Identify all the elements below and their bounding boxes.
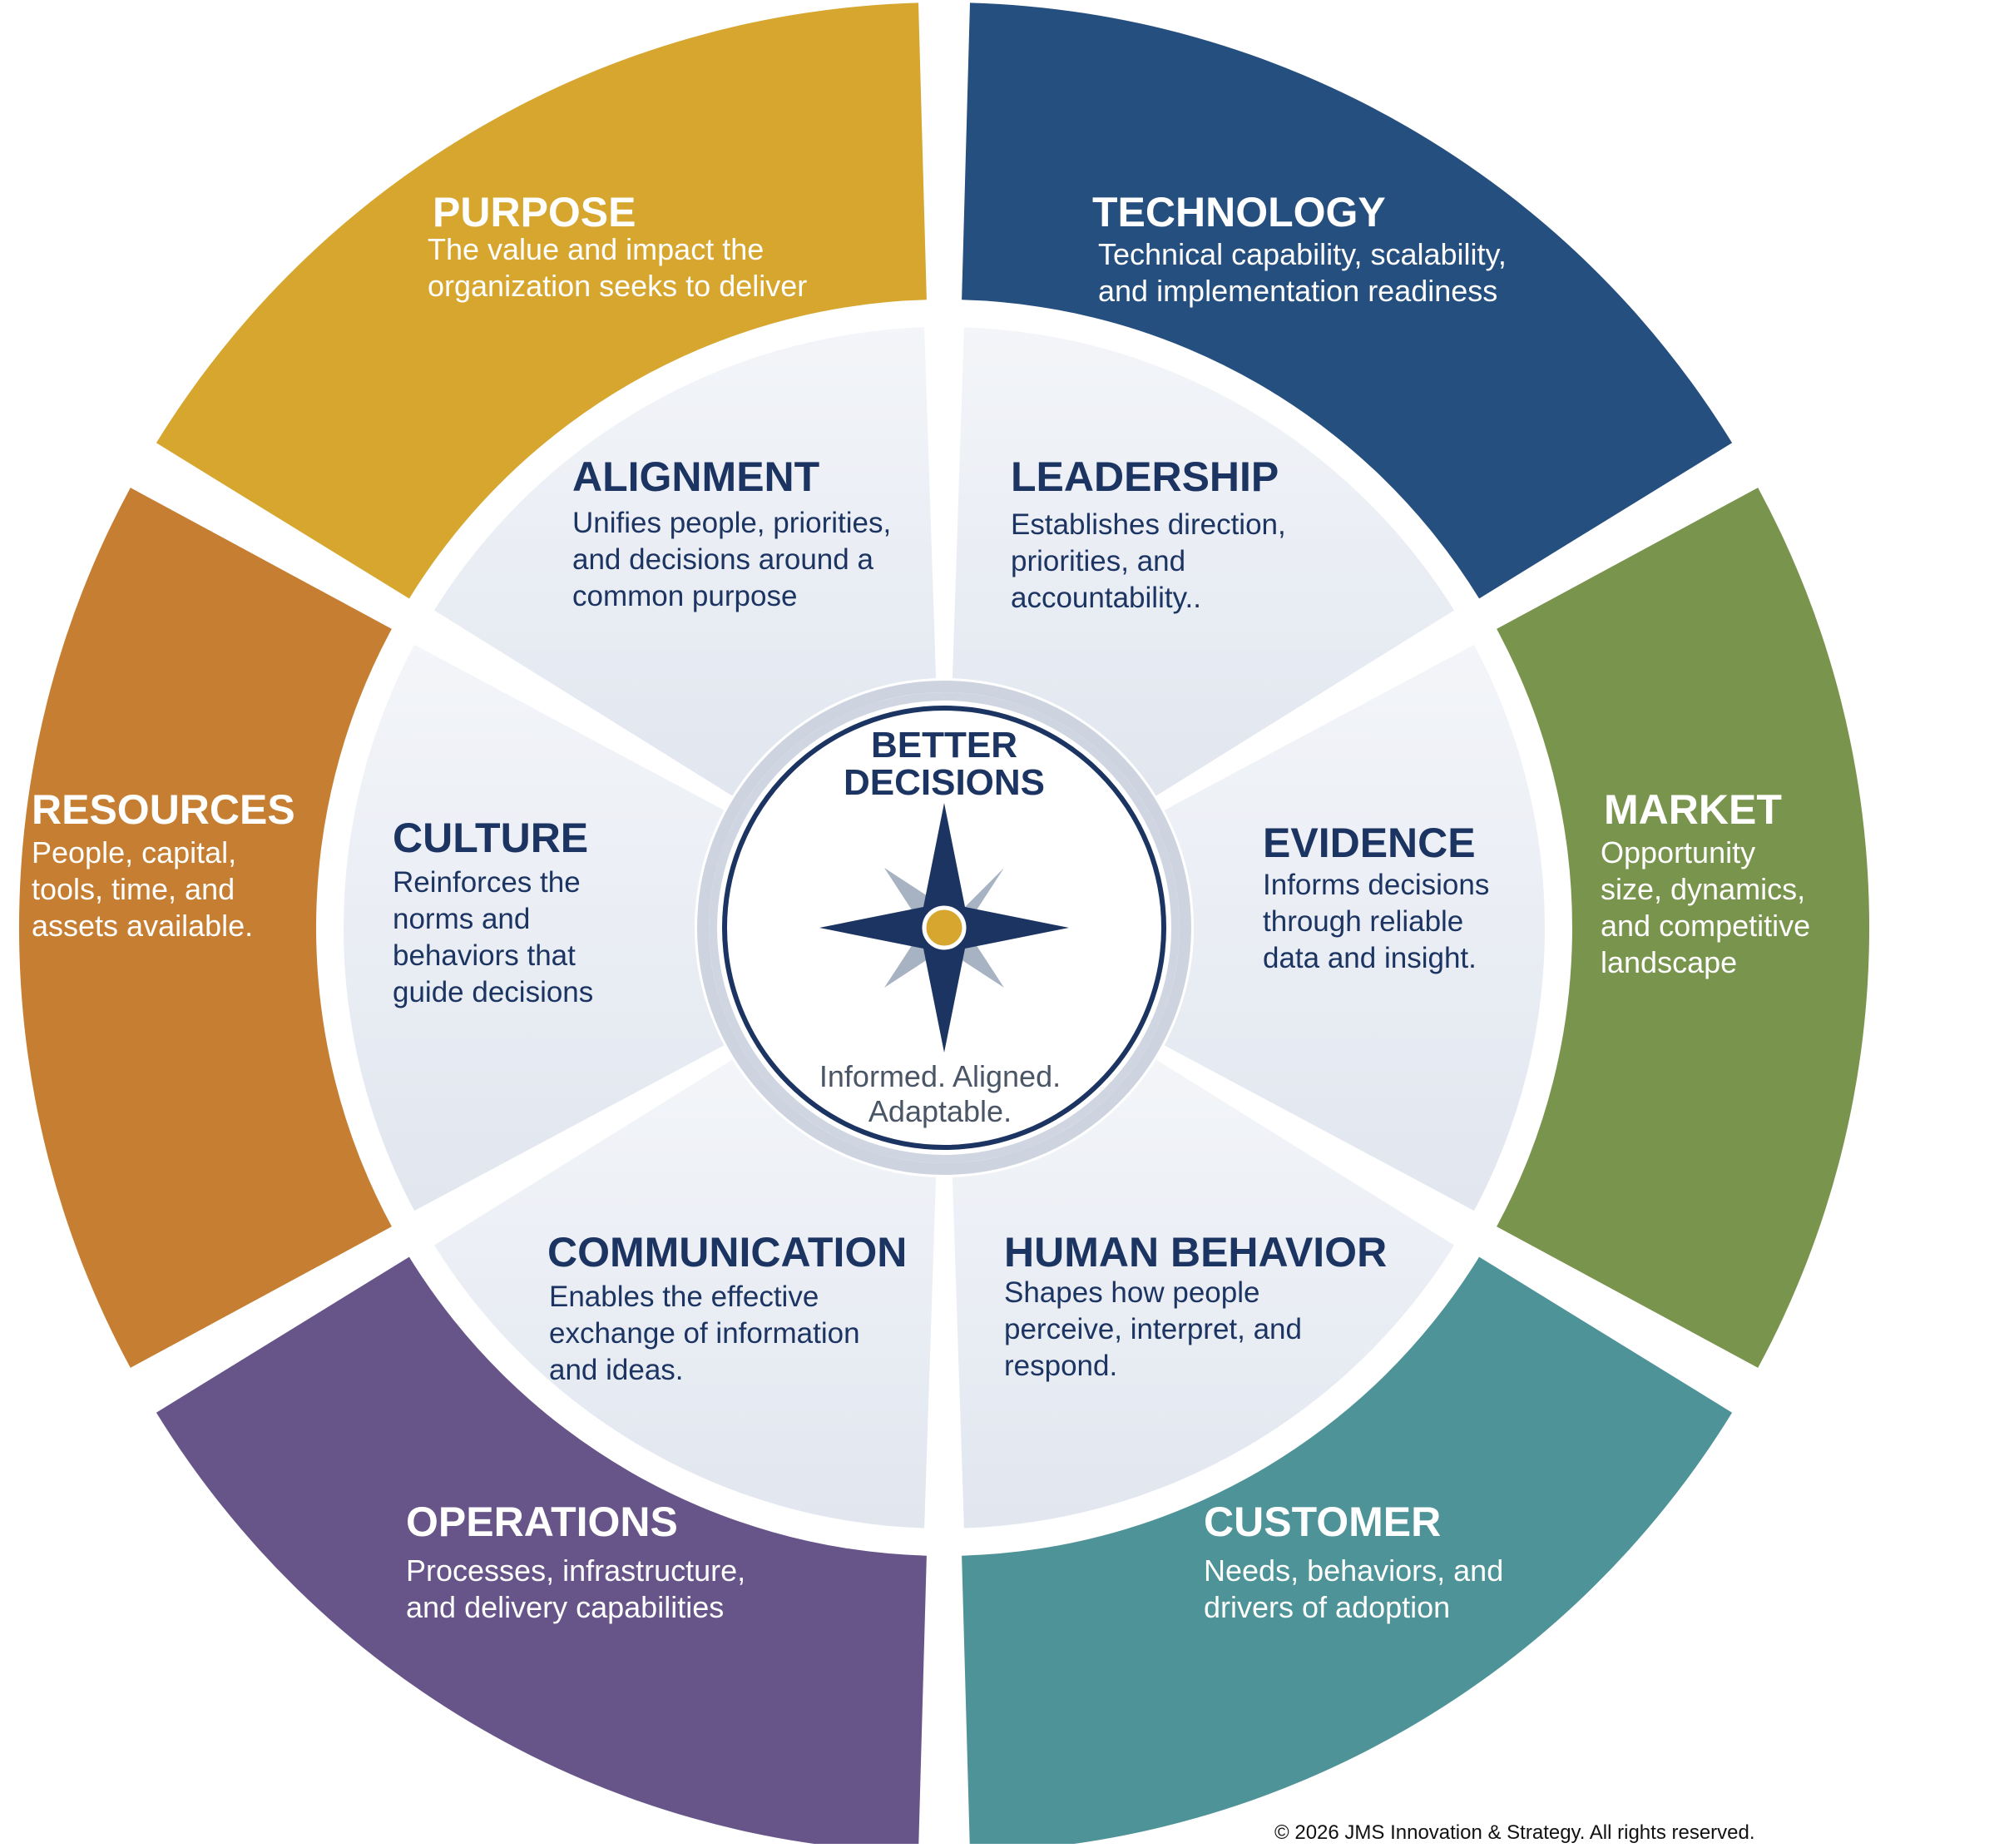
segment-communication <box>434 1059 937 1528</box>
market-title: MARKET <box>1604 786 1782 833</box>
copyright-notice: © 2026 JMS Innovation & Strategy. All ri… <box>1274 1821 1755 1844</box>
operations-desc-line2: and delivery capabilities <box>406 1590 724 1624</box>
compass-star-icon <box>819 803 1069 1053</box>
center-title-line1: BETTER <box>871 725 1017 765</box>
culture-desc-line3: behaviors that <box>393 939 576 972</box>
human-behavior-desc-line1: Shapes how people <box>1004 1276 1259 1309</box>
segment-alignment <box>434 327 937 796</box>
market-desc-line1: Opportunity <box>1601 835 1755 870</box>
culture-desc-line4: guide decisions <box>393 976 593 1008</box>
segment-market <box>1497 488 1870 1368</box>
evidence-desc-line2: through reliable <box>1263 905 1463 938</box>
technology-desc-line1: Technical capability, scalability, <box>1098 237 1507 271</box>
resources-desc-line2: tools, time, and <box>32 872 235 906</box>
segment-technology <box>962 2 1733 599</box>
segment-operations <box>156 1256 927 1848</box>
center-tagline-line2: Adaptable. <box>868 1094 1012 1128</box>
operations-desc-line1: Processes, infrastructure, <box>406 1553 745 1588</box>
human-behavior-desc-line3: respond. <box>1004 1350 1117 1382</box>
culture-title: CULTURE <box>393 815 588 861</box>
center-title-line2: DECISIONS <box>844 762 1045 803</box>
leadership-title: LEADERSHIP <box>1011 453 1279 500</box>
technology-title: TECHNOLOGY <box>1092 189 1386 235</box>
segment-purpose <box>156 2 927 599</box>
culture-desc-line2: norms and <box>393 903 530 935</box>
inner-labels: ALIGNMENT Unifies people, priorities, an… <box>393 453 1489 1386</box>
alignment-desc-line2: and decisions around a <box>572 543 873 576</box>
communication-desc-line3: and ideas. <box>549 1354 684 1386</box>
customer-desc-line2: drivers of adoption <box>1204 1590 1450 1624</box>
inner-ring <box>343 327 1546 1528</box>
resources-desc-line1: People, capital, <box>32 835 236 870</box>
technology-desc-line2: and implementation readiness <box>1098 274 1497 308</box>
outer-ring <box>18 2 1870 1848</box>
segment-human-behavior <box>952 1059 1454 1528</box>
communication-title: COMMUNICATION <box>547 1229 907 1276</box>
evidence-desc-line1: Informs decisions <box>1263 869 1489 901</box>
outer-labels: PURPOSE The value and impact the organiz… <box>32 189 1810 1624</box>
segment-evidence <box>1164 644 1546 1211</box>
operations-title: OPERATIONS <box>406 1499 678 1545</box>
segment-leadership <box>952 327 1454 796</box>
customer-desc-line1: Needs, behaviors, and <box>1204 1553 1503 1588</box>
leadership-desc-line2: priorities, and <box>1011 545 1185 577</box>
segment-culture <box>343 644 725 1211</box>
human-behavior-title: HUMAN BEHAVIOR <box>1004 1229 1387 1276</box>
segment-customer <box>962 1256 1733 1848</box>
culture-desc-line1: Reinforces the <box>393 866 581 899</box>
market-desc-line2: size, dynamics, <box>1601 872 1805 906</box>
human-behavior-desc-line2: perceive, interpret, and <box>1004 1313 1302 1345</box>
communication-desc-line1: Enables the effective <box>549 1281 819 1313</box>
market-desc-line4: landscape <box>1601 945 1737 979</box>
market-desc-line3: and competitive <box>1601 909 1810 943</box>
center-hub: BETTER DECISIONS Informed. Aligned. Adap… <box>695 678 1194 1177</box>
resources-title: RESOURCES <box>32 786 295 833</box>
leadership-desc-line3: accountability.. <box>1011 582 1201 614</box>
communication-desc-line2: exchange of information <box>549 1317 860 1350</box>
evidence-title: EVIDENCE <box>1263 820 1476 866</box>
purpose-title: PURPOSE <box>433 189 636 235</box>
customer-title: CUSTOMER <box>1204 1499 1441 1545</box>
alignment-title: ALIGNMENT <box>572 453 819 500</box>
center-tagline-line1: Informed. Aligned. <box>819 1059 1061 1093</box>
leadership-desc-line1: Establishes direction, <box>1011 508 1286 541</box>
evidence-desc-line3: data and insight. <box>1263 942 1477 974</box>
purpose-desc-line2: organization seeks to deliver <box>428 269 807 303</box>
purpose-desc-line1: The value and impact the <box>428 232 764 266</box>
alignment-desc-line3: common purpose <box>572 580 797 612</box>
segment-resources <box>18 488 392 1368</box>
alignment-desc-line1: Unifies people, priorities, <box>572 507 891 539</box>
resources-desc-line3: assets available. <box>32 909 253 943</box>
compass-center-dot <box>922 905 967 950</box>
hub-ring <box>697 681 1191 1175</box>
